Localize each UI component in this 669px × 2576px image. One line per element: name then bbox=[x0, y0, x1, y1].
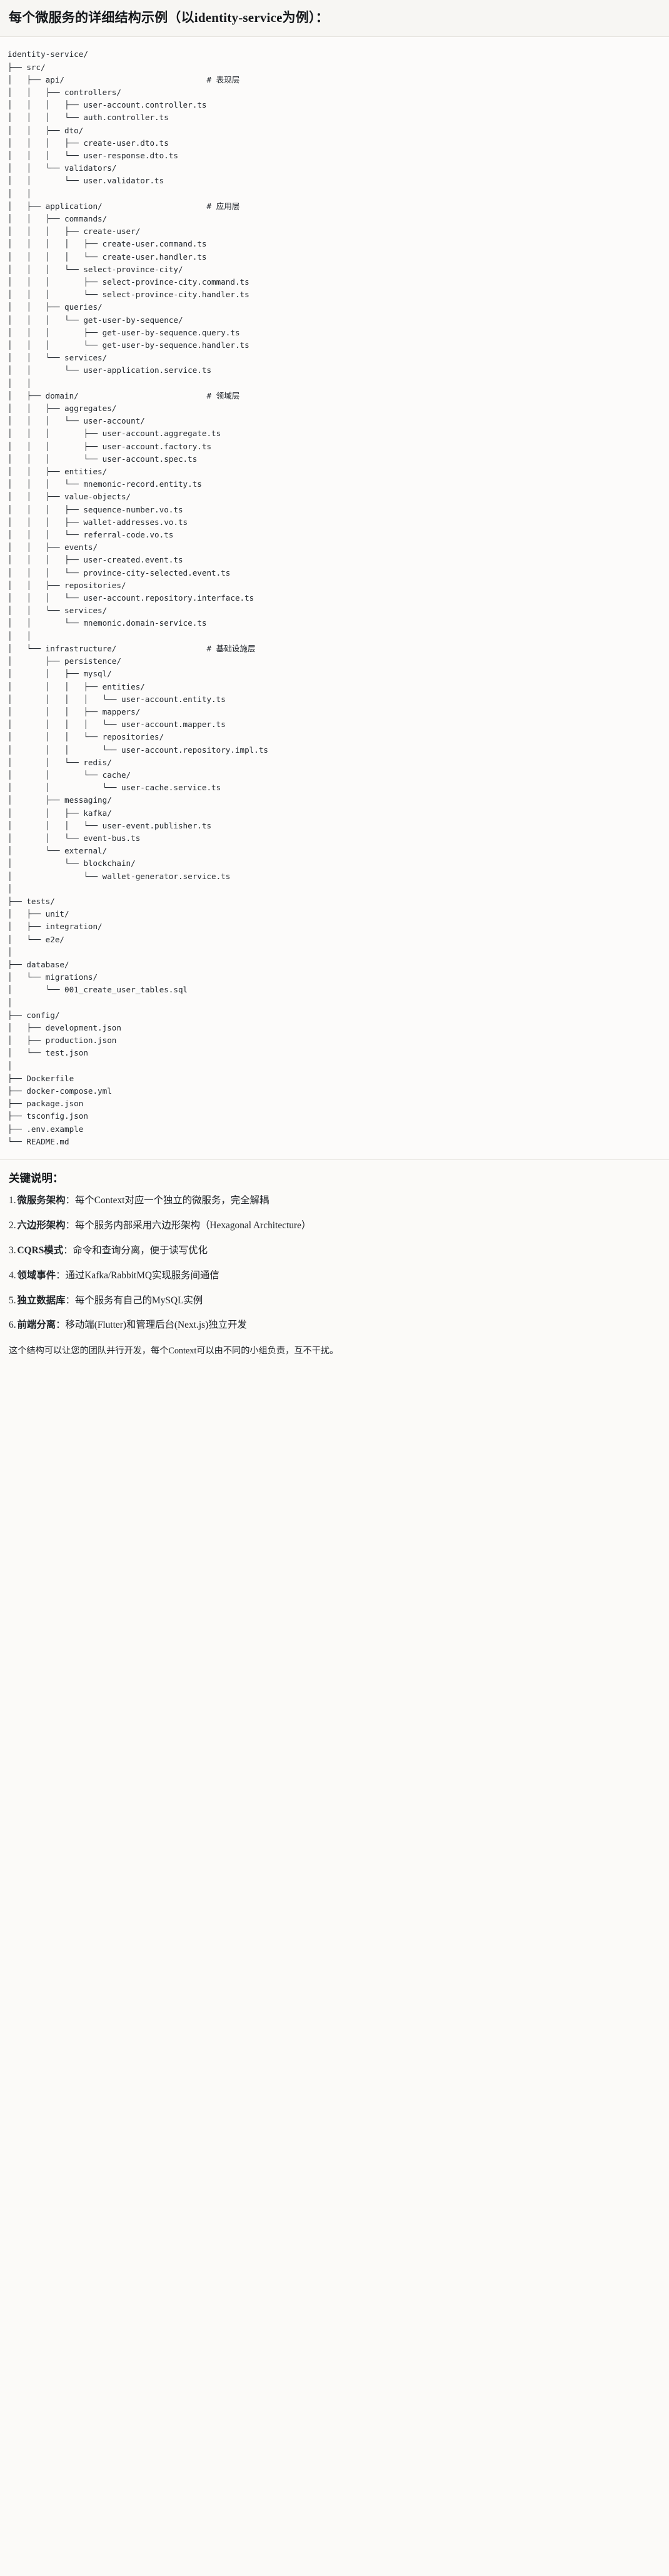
page-root: 每个微服务的详细结构示例（以identity-service为例）： ident… bbox=[0, 0, 669, 1371]
key-note-label: CQRS模式 bbox=[17, 1245, 64, 1256]
header-section: 每个微服务的详细结构示例（以identity-service为例）： bbox=[0, 0, 669, 38]
key-notes-title: 关键说明： bbox=[9, 1172, 64, 1185]
key-note-item: 5.独立数据库：每个服务有自己的MySQL实例 bbox=[9, 1293, 660, 1308]
key-note-item: 1.微服务架构：每个Context对应一个独立的微服务，完全解耦 bbox=[9, 1193, 660, 1208]
key-note-body: ：每个Context对应一个独立的微服务，完全解耦 bbox=[65, 1195, 269, 1206]
directory-tree-block: identity-service/ ├── src/ │ ├── api/ # … bbox=[0, 37, 669, 1161]
key-note-item: 4.领域事件：通过Kafka/RabbitMQ实现服务间通信 bbox=[9, 1268, 660, 1283]
key-note-item: 6.前端分离：移动端(Flutter)和管理后台(Next.js)独立开发 bbox=[9, 1318, 660, 1333]
key-note-item: 3.CQRS模式：命令和查询分离，便于读写优化 bbox=[9, 1243, 660, 1258]
key-note-number: 5. bbox=[9, 1295, 16, 1306]
key-note-item: 2.六边形架构：每个服务内部采用六边形架构（Hexagonal Architec… bbox=[9, 1218, 660, 1233]
page-title: 每个微服务的详细结构示例（以identity-service为例）： bbox=[9, 10, 329, 25]
key-note-body: ：每个服务有自己的MySQL实例 bbox=[65, 1295, 203, 1306]
key-note-label: 六边形架构 bbox=[17, 1219, 66, 1231]
directory-tree: identity-service/ ├── src/ │ ├── api/ # … bbox=[8, 49, 269, 1146]
key-note-number: 4. bbox=[9, 1270, 16, 1281]
key-note-number: 3. bbox=[9, 1245, 16, 1256]
key-note-label: 微服务架构 bbox=[17, 1195, 66, 1206]
key-note-number: 1. bbox=[9, 1195, 16, 1206]
key-notes-section: 关键说明： 1.微服务架构：每个Context对应一个独立的微服务，完全解耦 2.… bbox=[0, 1160, 669, 1371]
key-note-label: 领域事件 bbox=[17, 1270, 56, 1281]
key-note-body: ：命令和查询分离，便于读写优化 bbox=[63, 1245, 208, 1256]
key-note-body: ：通过Kafka/RabbitMQ实现服务间通信 bbox=[56, 1270, 219, 1281]
closing-paragraph: 这个结构可以让您的团队并行开发，每个Context可以由不同的小组负责，互不干扰… bbox=[9, 1346, 339, 1357]
key-note-body: ：移动端(Flutter)和管理后台(Next.js)独立开发 bbox=[56, 1320, 247, 1331]
key-note-number: 6. bbox=[9, 1320, 16, 1331]
key-note-label: 独立数据库 bbox=[17, 1295, 66, 1306]
key-note-number: 2. bbox=[9, 1219, 16, 1231]
key-note-label: 前端分离 bbox=[17, 1320, 56, 1331]
key-note-body: ：每个服务内部采用六边形架构（Hexagonal Architecture） bbox=[65, 1219, 311, 1231]
